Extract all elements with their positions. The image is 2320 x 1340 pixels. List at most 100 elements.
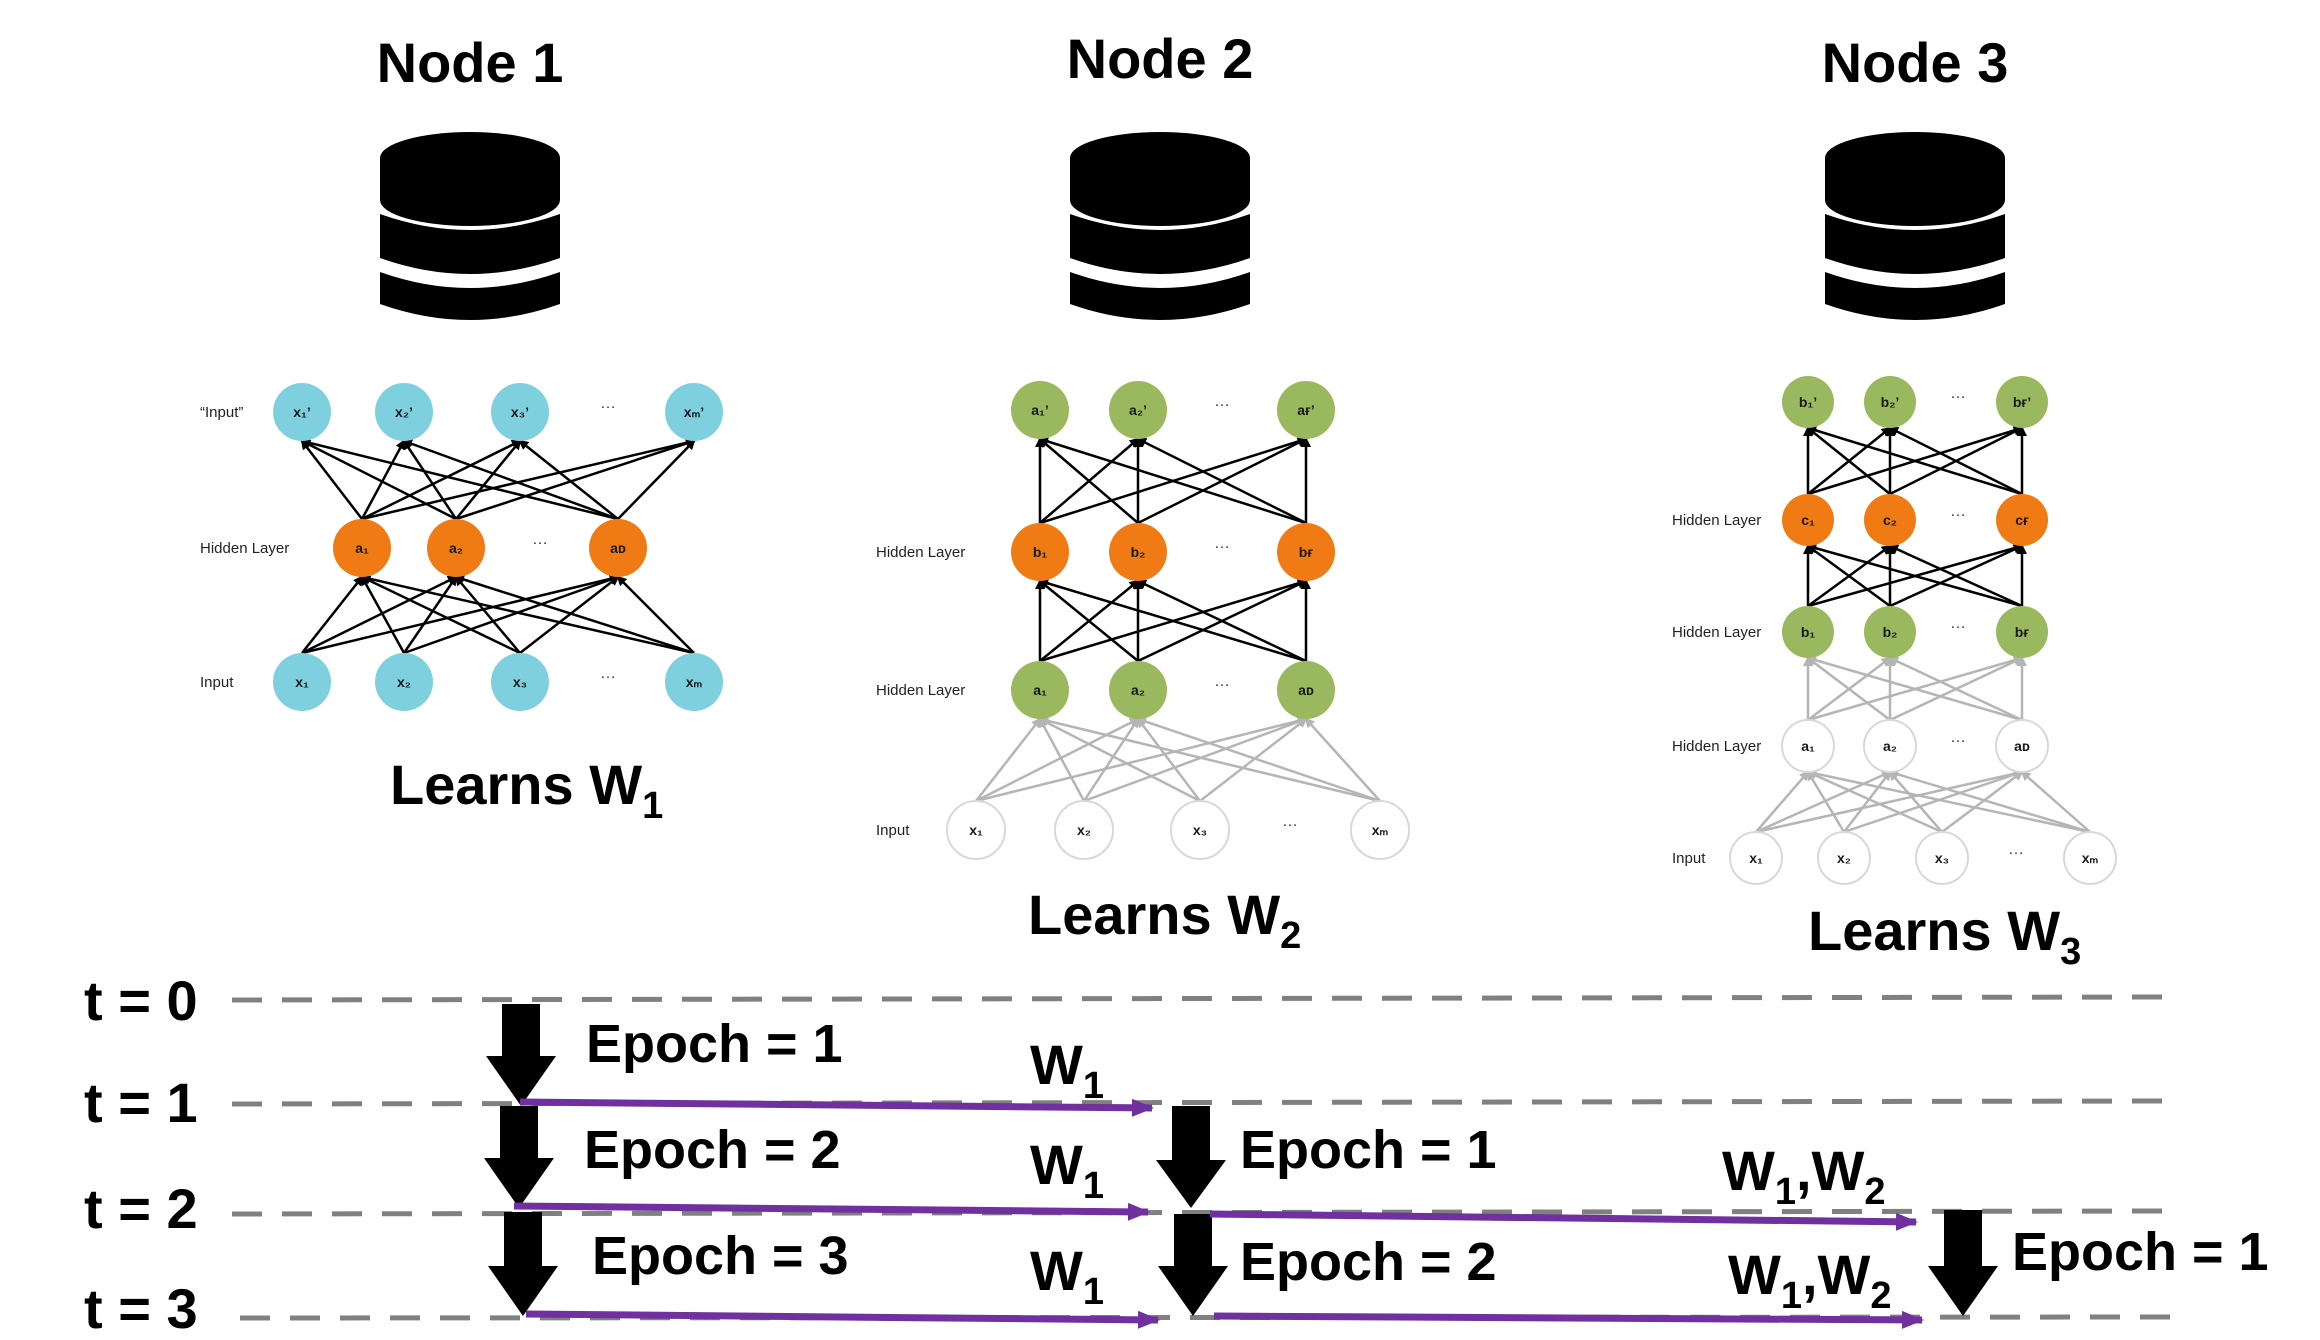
ellipsis: … [600, 395, 616, 412]
network-edge [1888, 770, 1943, 833]
ellipsis: … [1214, 535, 1230, 552]
neuron [1781, 719, 1835, 773]
network-edge [300, 439, 363, 520]
database-icon [1825, 132, 2005, 320]
ellipsis: … [1214, 673, 1230, 690]
neuron [1277, 523, 1335, 581]
neuron-label: x₂’ [395, 404, 413, 420]
neuron-label: x₃ [1935, 850, 1949, 866]
neuron [273, 383, 331, 441]
weight-label: W1 [1030, 1239, 1104, 1313]
neuron-label: b₂ [1883, 624, 1898, 640]
neuron [1011, 661, 1069, 719]
network-edge [1755, 768, 2024, 834]
layer-label: Hidden Layer [1672, 624, 1761, 641]
neuron [1817, 831, 1871, 885]
neuron-label: b₁’ [1799, 394, 1817, 410]
neuron-label: x₁ [969, 822, 983, 838]
database-icon [380, 132, 560, 320]
network-edge [1755, 770, 1892, 834]
node-1-title: Node 1 [377, 31, 564, 94]
time-label-t2: t = 2 [84, 1177, 198, 1240]
epoch-label: Epoch = 3 [592, 1226, 849, 1286]
epoch-label: Epoch = 1 [1240, 1120, 1497, 1180]
neuron [491, 653, 549, 711]
neuron [1109, 523, 1167, 581]
network-edge [1888, 769, 2091, 834]
ellipsis: … [1950, 729, 1966, 746]
weight-label: W1 [1030, 1133, 1104, 1207]
neuron [1011, 523, 1069, 581]
neuron [1864, 494, 1916, 546]
down-arrow [1928, 1210, 1998, 1316]
network-edge [361, 437, 696, 521]
network-edge [1806, 425, 2023, 496]
ellipsis: … [1950, 615, 1966, 632]
network-edge [519, 575, 620, 654]
network-edge [1082, 717, 1140, 802]
neuron [1996, 376, 2048, 428]
neuron-label: x₃’ [511, 404, 529, 420]
transfer-arrow [519, 1098, 1154, 1117]
neuron-label: c₂ [1883, 512, 1897, 528]
transfer-arrows [513, 1098, 1924, 1329]
neuron-label: aғ’ [1297, 402, 1315, 418]
neuron-label: a₂ [1883, 738, 1897, 754]
neuron-label: a₁’ [1031, 402, 1048, 418]
neuron-label: a₁ [1801, 738, 1815, 754]
down-arrow [1158, 1214, 1228, 1316]
network-edge [1806, 770, 1846, 833]
neuron-label: x₃ [1193, 822, 1207, 838]
neuron-label: x₁’ [293, 404, 310, 420]
network-edge [1806, 655, 2023, 722]
network-edge [300, 438, 619, 521]
network-edge [360, 575, 406, 654]
network-edge [1038, 716, 1381, 803]
time-label-t0: t = 0 [84, 969, 198, 1032]
network-edge [1038, 717, 1201, 803]
down-arrow [484, 1106, 554, 1208]
layer-label: Hidden Layer [1672, 738, 1761, 755]
network-edge [1888, 656, 2023, 722]
neuron-label: cғ [2015, 512, 2029, 528]
network-edge [1136, 437, 1307, 525]
network-edge [1806, 426, 1891, 495]
network-edge [1806, 770, 1943, 834]
network-edge [617, 439, 696, 520]
network-edge [975, 717, 1140, 803]
training-arrows [484, 1004, 1998, 1316]
network-edge [1806, 768, 2091, 834]
neuron [491, 383, 549, 441]
epoch-label: Epoch = 1 [586, 1014, 843, 1074]
network-edge [1806, 656, 1891, 721]
neuron [1350, 800, 1410, 860]
neuron-label: a₁ [355, 540, 369, 556]
neuron [1109, 661, 1167, 719]
layer-label: “Input” [200, 404, 243, 421]
epoch-label: Epoch = 2 [584, 1120, 841, 1180]
layer-label: Input [1672, 850, 1706, 867]
ellipsis: … [2008, 841, 2024, 858]
network-edge [1843, 770, 1892, 833]
neuron [427, 519, 485, 577]
network-edge [1304, 717, 1381, 802]
network-edge [975, 717, 1042, 802]
down-arrow [1156, 1106, 1226, 1208]
network-edge [1806, 543, 2023, 608]
neuron-label: b₁ [1801, 624, 1816, 640]
time-label-t3: t = 3 [84, 1277, 198, 1340]
network-edge [402, 575, 458, 654]
network-edge [455, 439, 522, 520]
network-edge [402, 439, 458, 520]
network-edge [1806, 544, 1891, 608]
node-2-learns-label: Learns W2 [1028, 883, 1301, 957]
network-edge [1083, 717, 1308, 803]
neuron [1915, 831, 1969, 885]
network-edge [1199, 717, 1308, 802]
network-edge [2020, 770, 2091, 833]
neuron [1054, 800, 1114, 860]
layer-label: Hidden Layer [200, 540, 289, 557]
network-edge [518, 439, 619, 520]
neuron-label: xₘ [686, 674, 703, 690]
weight-label: W1,W2 [1722, 1139, 1886, 1213]
